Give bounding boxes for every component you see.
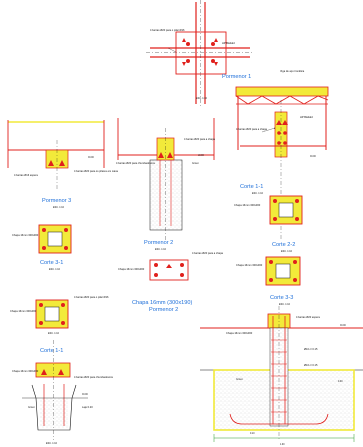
title-pormenor-1: Pormenor 1 (222, 74, 251, 80)
note-barras-top: 4 barras Ø20 para o pilar Ø16 (74, 295, 109, 299)
title-pormenor-3: Pormenor 3 (42, 198, 71, 204)
note-laje: Laje 0.20 (82, 405, 93, 409)
note-chapa: Chapa 16mm 300x300 (118, 267, 145, 271)
title-pormenor-2-lower: Pormenor 2 (149, 307, 178, 313)
pormenor-2-section: 4 barras Ø20 para a chapa 4 barras Ø20 p… (116, 118, 216, 251)
corte-1-1-left-plate: Chapa 16mm 300x300 4 barras Ø20 para o p… (10, 295, 109, 335)
note-chapa: Chapa 16mm 300x300 (226, 331, 253, 335)
corte-2-2-plate: Chapa 16mm 300x300 Corte 2-2 ESC. 1:10 (234, 195, 303, 253)
note-barras-chapa: 4 barras Ø20 para a chapa (236, 127, 268, 131)
anchor-bolt-cluster (276, 120, 288, 145)
pormenor-1-beam-section: Pormenor 1 Viga de aço tronêlica 4 barra… (222, 69, 329, 240)
scale-label: ESC. 1:10 (252, 192, 264, 195)
note-chapa: Chapa 16mm 300x300 (12, 233, 39, 237)
chapa-plate-detail: 4 barras Ø20 para a chapa Chapa 16mm 300… (118, 251, 224, 313)
note-chapa: Chapa 16mm 300x300 (236, 263, 263, 267)
title-pormenor-2: Pormenor 2 (144, 240, 173, 246)
note-hp: HP Bleikkd (300, 115, 313, 119)
anchor-bolt-cluster (182, 38, 218, 66)
dim-label: 0.40 (338, 381, 343, 383)
note-chumb: 4 barras Ø20 para chumbadouros (74, 375, 114, 379)
corte-3-1-plate: Chapa 16mm 300x300 Corte 3-1 ESC. 1:10 (12, 224, 72, 271)
dim-label: ±0.00 (82, 394, 88, 396)
scale-label: ESC. 1:10 (281, 250, 293, 253)
anchor-bolt-cluster (48, 160, 65, 166)
scale-label: ESC. 1:10 (196, 97, 208, 100)
note-viga: Viga de aço tronêlica (280, 69, 305, 73)
note-lateral: 4 barras Ø20 para os pilares em caixa (74, 169, 119, 173)
note-chapa: Chapa 16mm 300x300 (234, 203, 261, 207)
corte-1-1-left-section: Corte 1-1 4 barras Ø20 para chumbadouros… (12, 340, 114, 445)
scale-label: ESC. 1:10 (53, 206, 65, 209)
note-grout: Grout (28, 405, 35, 409)
pormenor-3-section: 4 barras Ø16 espera 4 barras Ø20 para os… (7, 120, 119, 209)
title-chapa: Chapa 16mm (300x190) (132, 300, 192, 306)
note-barras-chapa: 4 barras Ø20 para a chapa (184, 137, 216, 141)
note-barras-chapa: 4 barras Ø20 para a chapa (192, 251, 224, 255)
note-chapa: Chapa 16mm 300x300 (12, 369, 39, 373)
scale-label: ESC. 1:10 (155, 248, 167, 251)
title-corte-1-1-left: Corte 1-1 (40, 348, 63, 354)
note-chumb: 4 barras Ø20 para chumbadouros (116, 161, 156, 165)
foundation-section: 4 barras Ø20 espera Chapa 16mm 300x300 Ø… (200, 306, 363, 446)
title-corte-2-2: Corte 2-2 (272, 242, 295, 248)
scale-label: ESC. 1:10 (49, 268, 61, 271)
scale-label: ESC. 1:10 (279, 303, 291, 306)
corte-3-3-plate: Chapa 16mm 300x300 Corte 3-3 ESC. 1:10 (236, 256, 301, 306)
note-exp: 4 barras Ø20 espera (296, 315, 320, 319)
scale-label: ESC. 1:10 (48, 332, 60, 335)
note-grout: Grout (192, 161, 199, 165)
note-barras-esp: 4 barras Ø16 espera (14, 173, 38, 177)
dim-label: ±0.00 (198, 155, 204, 157)
title-corte-3-1: Corte 3-1 (40, 260, 63, 266)
note-chapa: Chapa 16mm 300x300 (10, 309, 37, 313)
title-corte-1-1-top: Corte 1-1 (240, 184, 263, 190)
note-hp-bleak: HP Bleikkd (222, 41, 235, 45)
pormenor-1-cross-detail: 4 barras Ø20 para o pilar Ø16 HP Bleikkd… (146, 0, 254, 108)
dim-label: 0.10 (250, 433, 255, 435)
dim-label: ±0.00 (310, 156, 316, 158)
dim-label: 1.00 (280, 444, 285, 446)
note-grout: Grout (236, 377, 243, 381)
anchor-bolt-cluster (158, 152, 173, 158)
dim-label: ±0.00 (88, 157, 94, 159)
note-armadura: Ø16 c/ 0.15 (304, 363, 318, 367)
title-corte-3-3: Corte 3-3 (270, 295, 293, 301)
dim-label: ±0.00 (340, 325, 346, 327)
note-barras-top: 4 barras Ø20 para o pilar Ø16 (150, 28, 185, 32)
note-estribo: Ø10 c/ 0.15 (304, 347, 318, 351)
scale-label: ESC. 1:10 (46, 442, 58, 445)
